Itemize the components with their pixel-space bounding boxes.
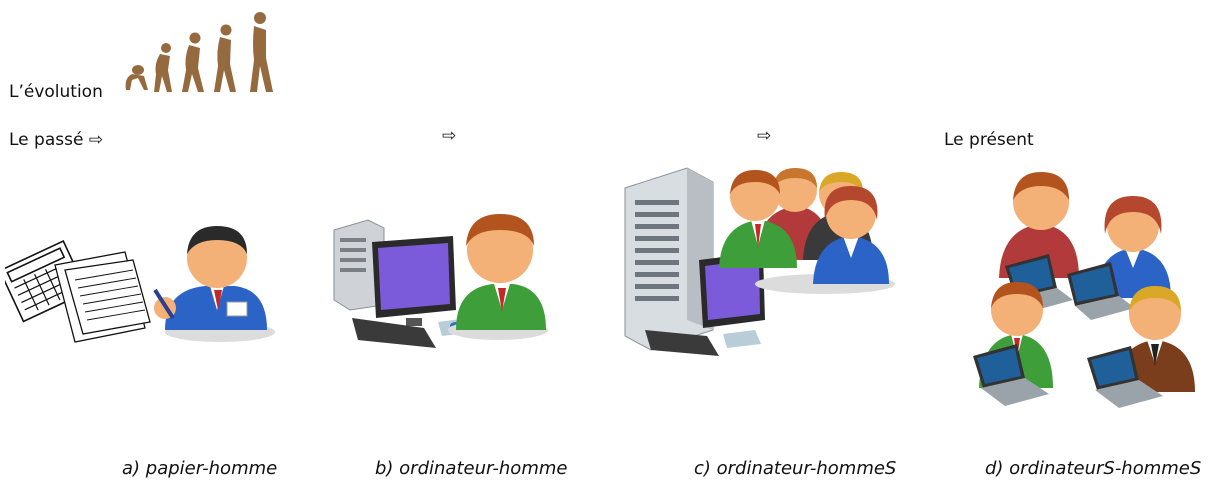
caption-b: b) ordinateur-homme xyxy=(375,458,568,479)
computer-user-icon xyxy=(328,200,548,360)
arrow-icon: ⇨ xyxy=(88,130,104,150)
caption-a: a) papier-homme xyxy=(122,458,278,479)
arrow-icon: ⇨ xyxy=(442,126,457,146)
past-label-text: Le passé xyxy=(9,130,84,150)
page-title: L’évolution xyxy=(9,82,103,102)
present-label: Le présent xyxy=(944,130,1034,150)
past-label: Le passé ⇨ xyxy=(9,130,103,150)
caption-d: d) ordinateurS-hommeS xyxy=(985,458,1202,479)
caption-c: c) ordinateur-hommeS xyxy=(694,458,897,479)
user-with-papers-icon xyxy=(5,210,275,360)
server-group-icon xyxy=(615,160,905,380)
human-evolution-icon xyxy=(120,8,285,100)
arrow-icon: ⇨ xyxy=(757,126,772,146)
laptop-group-icon xyxy=(965,168,1227,418)
